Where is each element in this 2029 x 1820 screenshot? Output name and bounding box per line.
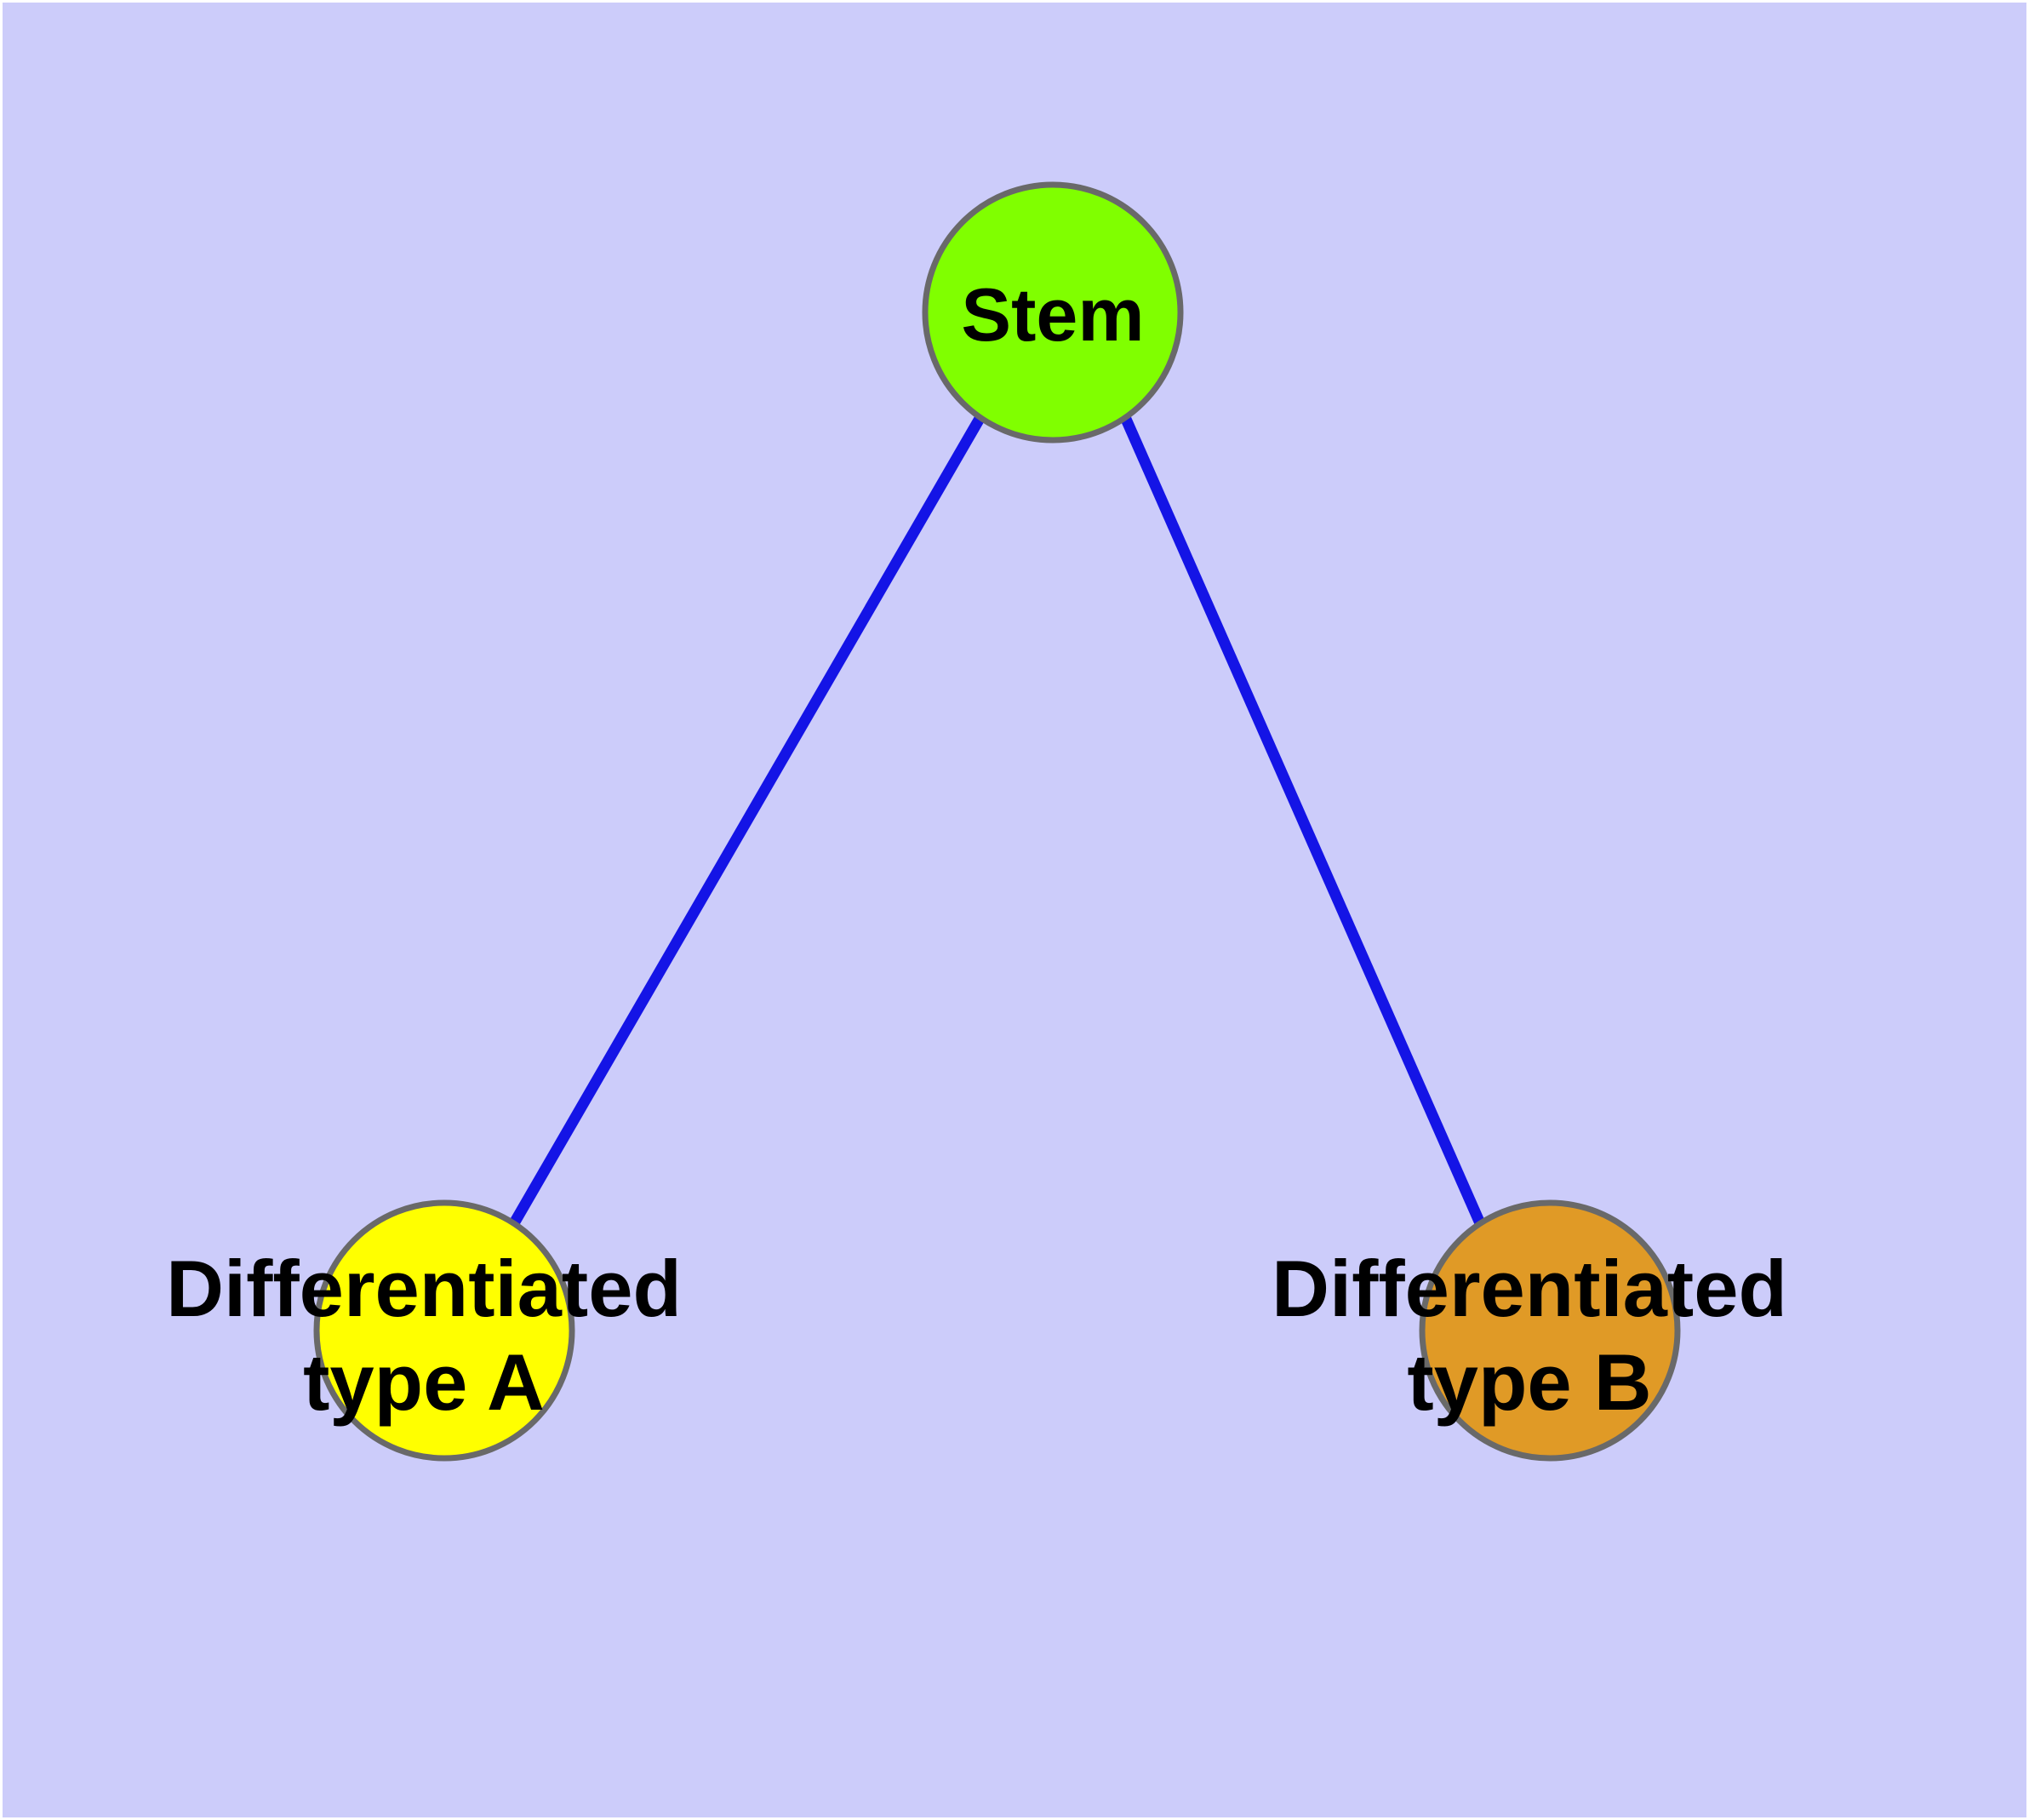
label-line: Stem xyxy=(961,272,1144,357)
label-line: type B xyxy=(1407,1337,1651,1427)
node-stem[interactable] xyxy=(922,181,1184,444)
node-label-stem: Stem xyxy=(961,272,1144,357)
node-differentiated-type-a[interactable] xyxy=(313,1199,575,1462)
edges-group xyxy=(509,414,1485,1227)
edge-stem-to-differentiated-type-a[interactable] xyxy=(509,414,986,1227)
label-line: type A xyxy=(303,1337,545,1427)
label-line: Differentiated xyxy=(1272,1244,1787,1333)
edge-stem-to-differentiated-type-b[interactable] xyxy=(1120,415,1485,1226)
node-differentiated-type-b[interactable] xyxy=(1419,1199,1681,1462)
nodes-group xyxy=(313,181,1681,1462)
label-line: Differentiated xyxy=(166,1244,682,1333)
